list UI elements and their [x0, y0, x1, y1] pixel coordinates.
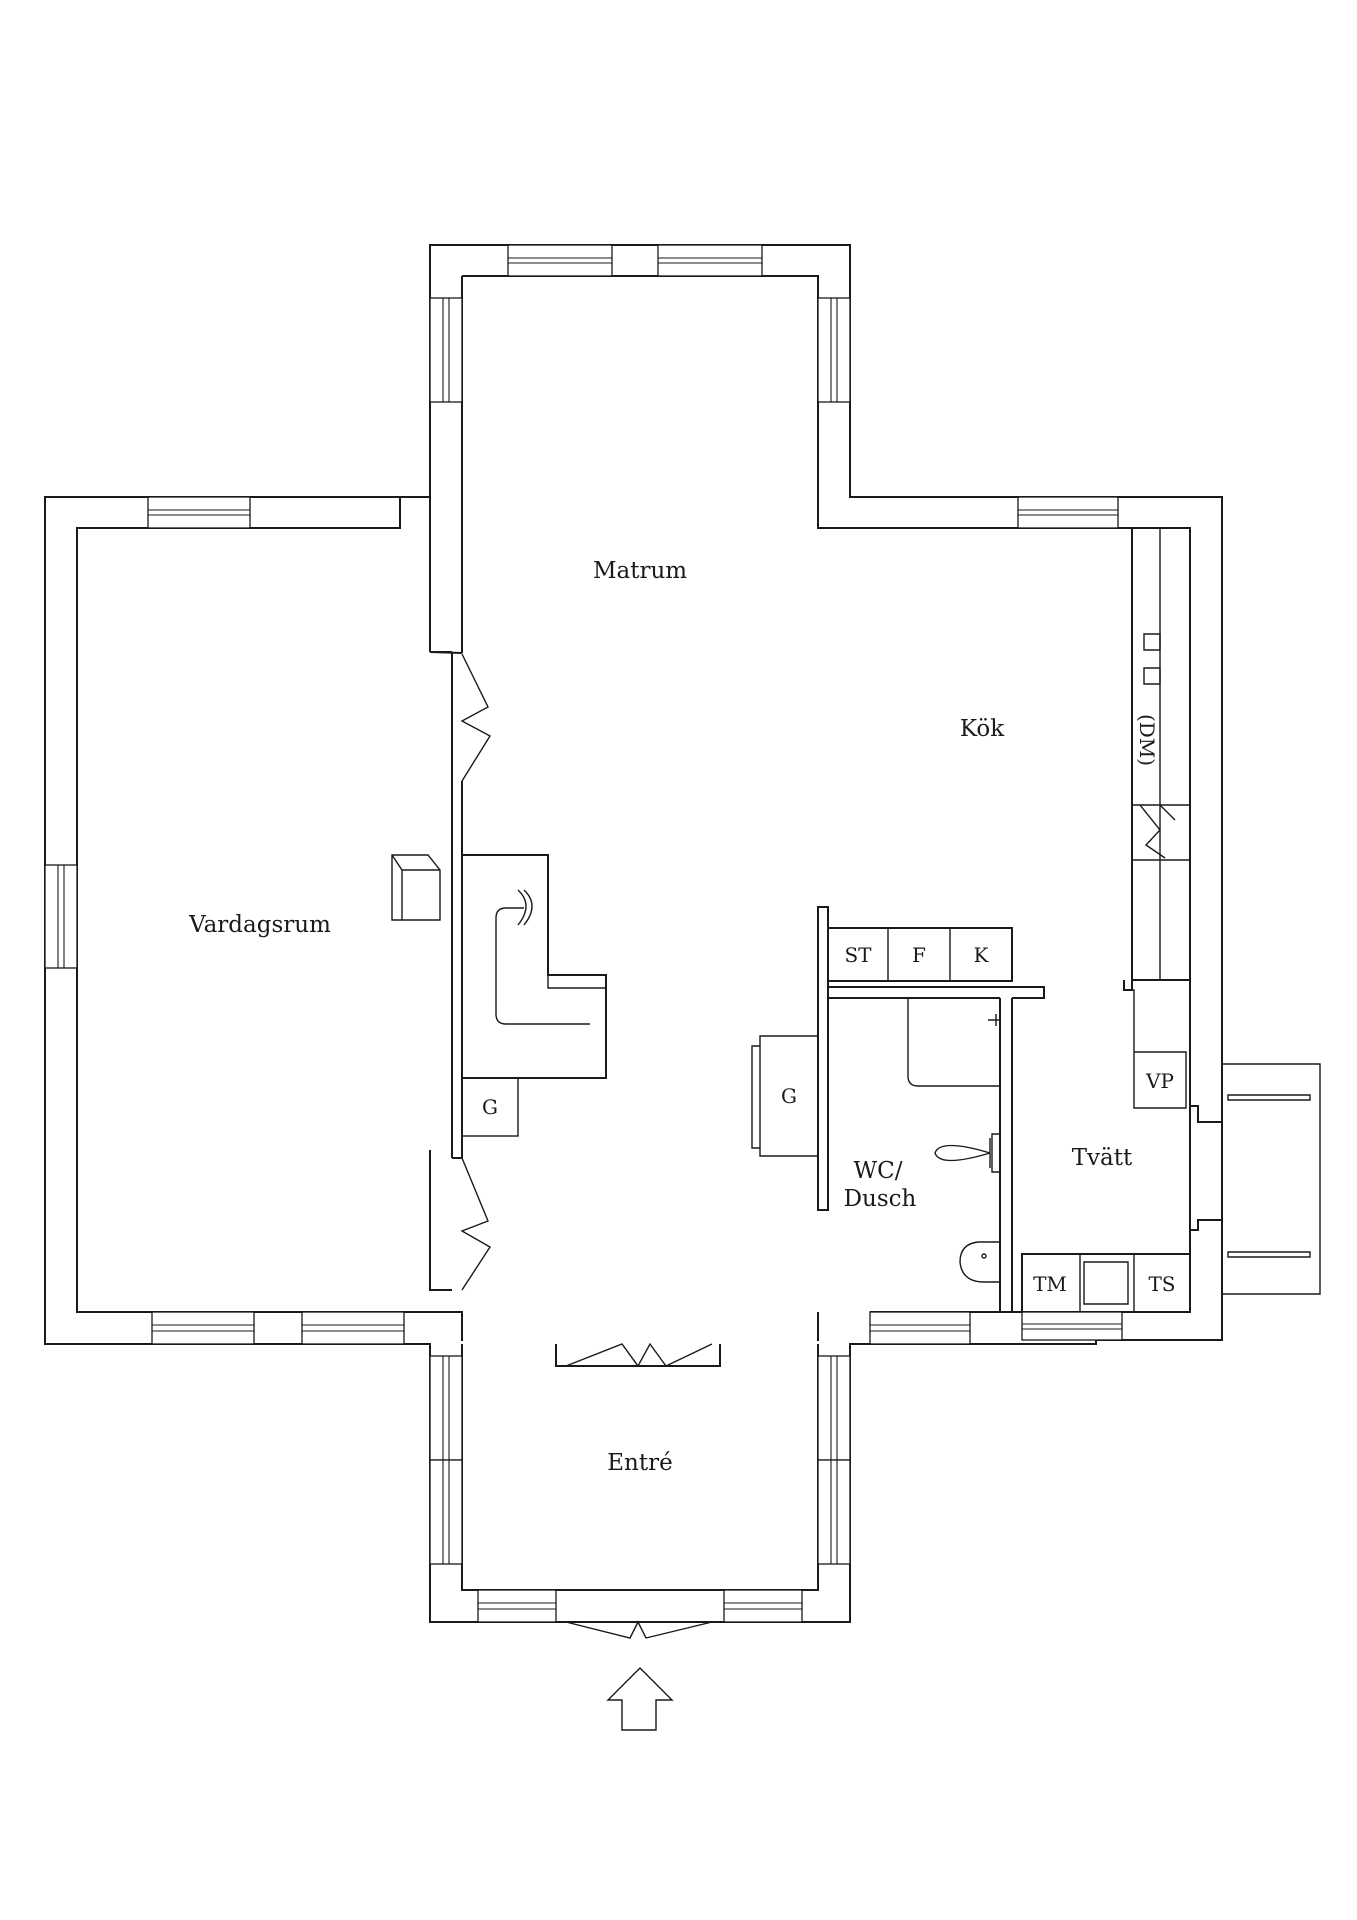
stair-arrow-head — [517, 889, 533, 926]
door-lower-leaves — [460, 1157, 491, 1291]
fireplace-step — [547, 975, 606, 989]
main-door — [565, 1620, 713, 1639]
counter-stove — [1132, 804, 1190, 859]
deck-rail-upper — [1227, 1094, 1311, 1101]
basin-drain — [981, 1253, 987, 1259]
wc-shower — [907, 998, 1000, 1087]
fixture-label-dishwasher: (DM) — [1135, 714, 1159, 766]
fixture-label-stove: ST — [844, 943, 872, 967]
tvatt-dividers — [1079, 1254, 1135, 1312]
fixture-label-washing-machine: TM — [1033, 1272, 1067, 1296]
exterior-wall-inner — [76, 275, 1191, 1341]
wc-wall-west — [817, 906, 829, 1211]
fireplace — [461, 854, 607, 1079]
fixture-label-wardrobe-left: G — [482, 1095, 498, 1119]
appliance-dividers — [887, 928, 951, 981]
room-label-wc-line1: WC/ — [854, 1158, 903, 1184]
inner-door-leaves — [565, 1342, 713, 1368]
wc-wall-east — [999, 998, 1013, 1312]
entrance-arrow — [606, 1667, 674, 1731]
counter-sink-boxes — [1143, 633, 1161, 685]
stove-vardagsrum — [391, 854, 441, 921]
room-label-tvatt: Tvätt — [1072, 1145, 1133, 1171]
deck-outline — [1222, 1063, 1321, 1295]
room-label-entre: Entré — [607, 1450, 672, 1476]
room-label-wc-line2: Dusch — [844, 1186, 917, 1212]
fixture-label-freezer: K — [974, 943, 990, 967]
stair-arrow-line — [495, 907, 590, 1025]
fixture-label-fridge: F — [912, 943, 926, 967]
tvatt-wall-north — [1123, 980, 1133, 991]
closet-center — [751, 1035, 819, 1157]
deck-rail-lower — [1227, 1251, 1311, 1258]
wc-wall-north — [828, 986, 1045, 999]
wardrobe-left — [461, 1077, 519, 1137]
windows — [44, 244, 1123, 1623]
basin — [959, 1241, 1000, 1283]
toilet — [934, 1133, 1001, 1173]
partition-west-cap — [429, 651, 463, 1159]
tvatt-wall-east-step — [1189, 1052, 1223, 1231]
door-upper-leaves — [460, 653, 491, 782]
inner-door-frame — [555, 1344, 721, 1367]
counter-depth — [1132, 528, 1190, 980]
room-label-vardagsrum: Vardagsrum — [188, 912, 331, 938]
exterior-wall-outer — [44, 244, 1223, 1623]
shower-head — [988, 1014, 1000, 1026]
fixture-label-wardrobe-center: G — [781, 1084, 797, 1108]
room-label-kok: Kök — [960, 716, 1005, 742]
room-label-matrum: Matrum — [593, 558, 687, 584]
kitchen-appliance-row — [828, 927, 1013, 982]
fixture-label-heat-pump: VP — [1145, 1069, 1174, 1093]
tvatt-partition — [1124, 989, 1187, 1109]
fixture-label-dryer: TS — [1148, 1272, 1175, 1296]
